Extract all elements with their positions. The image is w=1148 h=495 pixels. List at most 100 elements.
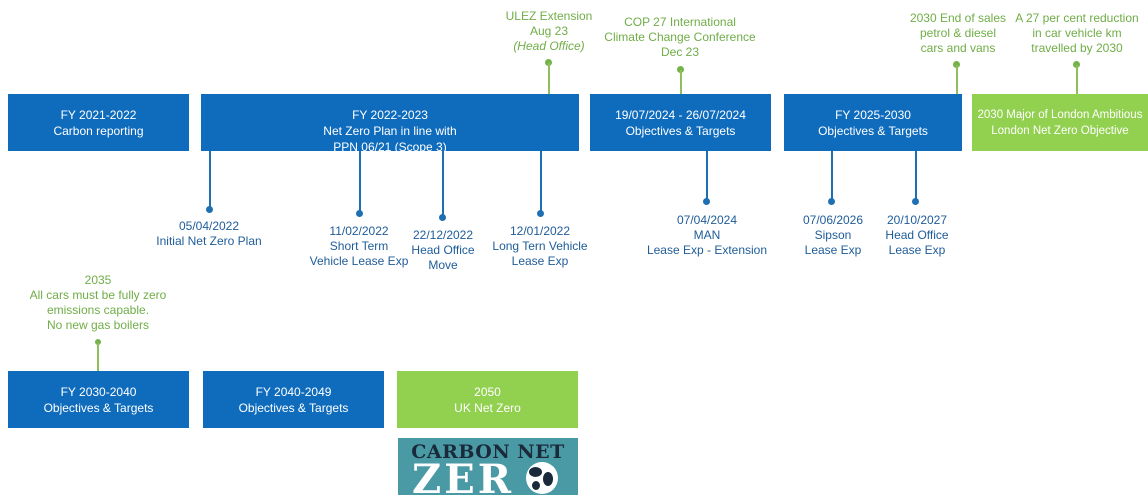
e5-connector-dot [703,198,710,205]
e5-date: 07/04/2024 [676,213,738,227]
box-fy-2025-2030: FY 2025-2030 Objectives & Targets [784,94,962,151]
e2035-connector-dot [95,339,101,345]
box-fy-2040-2049: FY 2040-2049 Objectives & Targets [203,371,384,428]
e1-date: 05/04/2022 [178,219,240,233]
e1-desc: Initial Net Zero Plan [156,234,262,248]
e2-connector-dot [356,210,363,217]
e4-desc1: Long Tern Vehicle [492,239,588,253]
e4-date: 12/01/2022 [509,224,571,238]
e6-desc1: Sipson [814,228,852,242]
box-fy-2021-2022-subtitle: Carbon reporting [53,123,144,138]
event-car-km-reduction: A 27 per cent reduction in car vehicle k… [1010,11,1144,56]
event-head-office-lease: 20/10/2027 Head Office Lease Exp [877,213,957,258]
event-2035: 2035 All cars must be fully zero emissio… [24,273,172,333]
event-carkm-line3: travelled by 2030 [1031,41,1123,55]
e2-desc2: Vehicle Lease Exp [309,254,409,268]
event-2030-end-of-sales: 2030 End of sales petrol & diesel cars a… [906,11,1010,56]
logo-text-line2: ZER [412,456,514,495]
box-2024: 19/07/2024 - 26/07/2024 Objectives & Tar… [590,94,771,151]
event-ulez-extension: ULEZ Extension Aug 23 (Head Office) [497,9,601,54]
event-sales-line2: petrol & diesel [919,26,997,40]
box-london-ambition-subtitle: London Net Zero Objective [991,124,1129,137]
e1-connector-line [209,151,211,207]
box-fy-2022-2023: FY 2022-2023 Net Zero Plan in line with … [201,94,579,154]
e4-connector-dot [537,210,544,217]
event-cop27: COP 27 International Climate Change Conf… [600,15,760,60]
event-short-term-lease: 11/02/2022 Short Term Vehicle Lease Exp [306,224,412,269]
event-cop27-line1: COP 27 International [624,15,736,29]
e7-date: 20/10/2027 [886,213,948,227]
event-initial-net-zero-plan: 05/04/2022 Initial Net Zero Plan [150,219,268,249]
event-sales-line1: 2030 End of sales [909,11,1007,25]
carbon-net-zero-logo: CARBON NET ZER [398,438,578,495]
box-fy-2025-2030-subtitle: Objectives & Targets [818,123,928,138]
event-carkm-line1: A 27 per cent reduction [1015,11,1139,25]
e7-desc2: Lease Exp [888,243,946,257]
e5-desc1: MAN [693,228,721,242]
logo-text-line1: CARBON NET [411,441,565,463]
e2-connector-line [359,151,361,213]
box-fy-2022-2023-title: FY 2022-2023 [352,108,428,122]
box-fy-2021-2022-title: FY 2021-2022 [60,107,137,122]
box-2050: 2050 UK Net Zero [397,371,578,428]
box-2024-subtitle: Objectives & Targets [625,123,736,138]
box-fy-2022-2023-line3: PPN 06/21 (Scope 3) [333,140,447,154]
e5-desc2: Lease Exp - Extension [646,243,768,257]
e2-desc1: Short Term [329,239,389,253]
box-fy-2030-2040: FY 2030-2040 Objectives & Targets [8,371,189,428]
sales-connector-dot [953,61,960,68]
e6-date: 07/06/2026 [802,213,864,227]
e7-connector-line [915,151,917,201]
cop27-connector-dot [677,66,684,73]
e3-connector-line [442,151,444,217]
event-man-lease: 07/04/2024 MAN Lease Exp - Extension [636,213,778,258]
e4-connector-line [540,151,542,213]
box-2050-title: 2050 [474,384,501,399]
e7-desc1: Head Office [885,228,949,242]
event-long-term-lease: 12/01/2022 Long Tern Vehicle Lease Exp [487,224,593,269]
e7-connector-dot [912,198,919,205]
e3-date: 22/12/2022 [412,228,474,242]
box-london-ambition: 2030 Major of London Ambitious London Ne… [972,94,1148,151]
e6-desc2: Lease Exp [804,243,862,257]
box-fy-2030-2040-subtitle: Objectives & Targets [43,400,154,415]
carkm-connector-line [1076,65,1078,94]
box-fy-2030-2040-title: FY 2030-2040 [60,384,137,399]
event-ulez-line1: ULEZ Extension [505,9,593,23]
e6-connector-dot [828,198,835,205]
globe-icon [526,462,558,494]
box-fy-2025-2030-title: FY 2025-2030 [835,107,911,122]
box-london-ambition-title: 2030 Major of London Ambitious [977,108,1143,121]
box-2050-subtitle: UK Net Zero [454,400,521,415]
event-cop27-line3: Dec 23 [660,45,700,59]
ulez-connector-dot [545,59,552,66]
event-ulez-line2: Aug 23 [529,24,569,38]
e5-connector-line [706,151,708,201]
event-ulez-line3: (Head Office) [513,39,585,53]
e3-desc1: Head Office [411,243,475,257]
e2035-year: 2035 [84,273,112,287]
sales-connector-line [956,65,958,94]
box-2024-title: 19/07/2024 - 26/07/2024 [615,107,746,122]
event-sales-line3: cars and vans [920,41,996,55]
e3-connector-dot [439,214,446,221]
event-head-office-move: 22/12/2022 Head Office Move [403,228,483,273]
e4-desc2: Lease Exp [511,254,569,268]
e1-connector-dot [206,206,213,213]
e2035-connector-line [97,343,99,371]
e2035-line4: No new gas boilers [46,318,150,332]
box-fy-2040-2049-title: FY 2040-2049 [255,384,332,399]
e2-date: 11/02/2022 [329,224,389,238]
e3-desc2: Move [428,258,458,272]
cop27-connector-line [680,70,682,94]
ulez-connector-line [548,63,550,94]
box-fy-2021-2022: FY 2021-2022 Carbon reporting [8,94,189,151]
event-cop27-line2: Climate Change Conference [604,30,756,44]
event-carkm-line2: in car vehicle km [1032,26,1122,40]
event-sipson-lease: 07/06/2026 Sipson Lease Exp [793,213,873,258]
box-fy-2022-2023-line2: Net Zero Plan in line with [323,124,457,138]
box-fy-2040-2049-subtitle: Objectives & Targets [238,400,349,415]
e6-connector-line [831,151,833,201]
e2035-line2: All cars must be fully zero [29,288,167,302]
e2035-line3: emissions capable. [46,303,150,317]
